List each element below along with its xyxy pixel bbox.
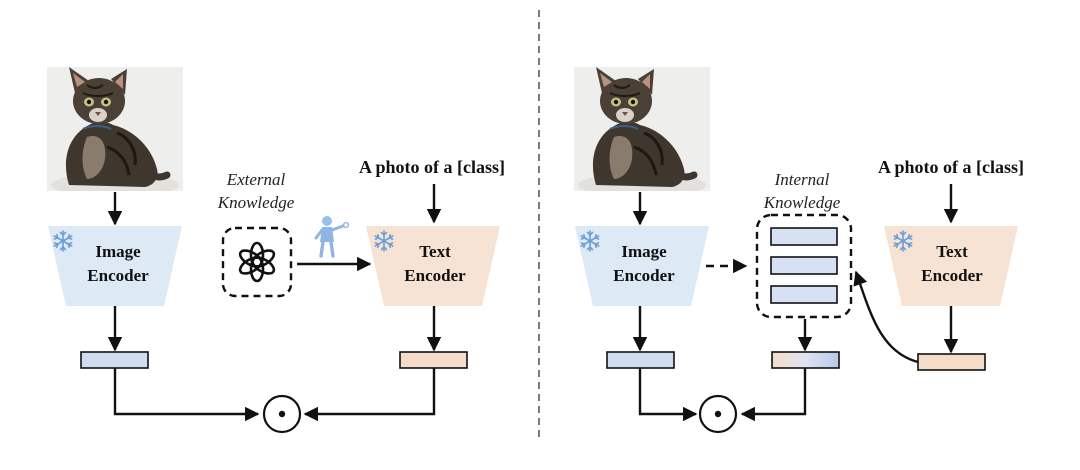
external-knowledge-label-line2: Knowledge: [217, 193, 295, 212]
fused-text-feature-bar: [771, 351, 840, 369]
image-feature-bar: [606, 351, 675, 369]
left-image-encoder: Image Encoder: [48, 226, 182, 306]
knowledge-slot-3: [770, 285, 838, 304]
image-encoder-shape: [575, 226, 709, 306]
openai-logo-icon: [238, 241, 276, 283]
image-feature-to-product-arrow: [638, 368, 698, 422]
person-figure-icon: [314, 216, 350, 258]
left-text-encoder: Text Encoder: [366, 226, 500, 306]
image-encoder-label-line2: Encoder: [87, 266, 149, 285]
internal-knowledge-label-line2: Knowledge: [763, 193, 841, 212]
image-feature-to-product-arrow: [113, 368, 260, 422]
text-encoder-shape: [366, 226, 500, 306]
right-panel: Image Encoder Internal Knowledge A photo…: [574, 67, 1024, 434]
dot-product-center: [714, 410, 722, 418]
fused-feature-to-product-arrow: [740, 368, 807, 422]
knowledge-slot-1: [770, 227, 838, 246]
right-image-encoder: Image Encoder: [575, 226, 709, 306]
image-encoder-label-line1: Image: [621, 242, 667, 261]
text-encoder-label-line1: Text: [936, 242, 968, 261]
text-encoder-label-line2: Encoder: [404, 266, 466, 285]
external-knowledge-box: [221, 226, 293, 298]
text-encoder-label-line2: Encoder: [921, 266, 983, 285]
dot-product-center: [278, 410, 286, 418]
image-encoder-label-line1: Image: [95, 242, 141, 261]
external-knowledge-label-line1: External: [226, 170, 286, 189]
internal-knowledge-label-line1: Internal: [774, 170, 830, 189]
image-feature-bar: [80, 351, 149, 369]
kitten-photo: [574, 67, 710, 197]
left-prompt-text: A photo of a [class]: [359, 157, 505, 177]
right-text-encoder: Text Encoder: [884, 226, 1018, 306]
knowledge-slot-2: [770, 256, 838, 275]
text-feature-bar: [399, 351, 468, 369]
text-feature-bar: [917, 353, 986, 371]
right-prompt-text: A photo of a [class]: [878, 157, 1024, 177]
text-feature-to-product-arrow: [303, 368, 436, 422]
text-feature-to-knowledge-arrow: [853, 270, 919, 364]
text-encoder-shape: [884, 226, 1018, 306]
left-panel: Image Encoder External Knowledge: [47, 67, 505, 434]
image-encoder-label-line2: Encoder: [613, 266, 675, 285]
kitten-photo: [47, 67, 183, 197]
image-encoder-shape: [48, 226, 182, 306]
text-encoder-label-line1: Text: [419, 242, 451, 261]
